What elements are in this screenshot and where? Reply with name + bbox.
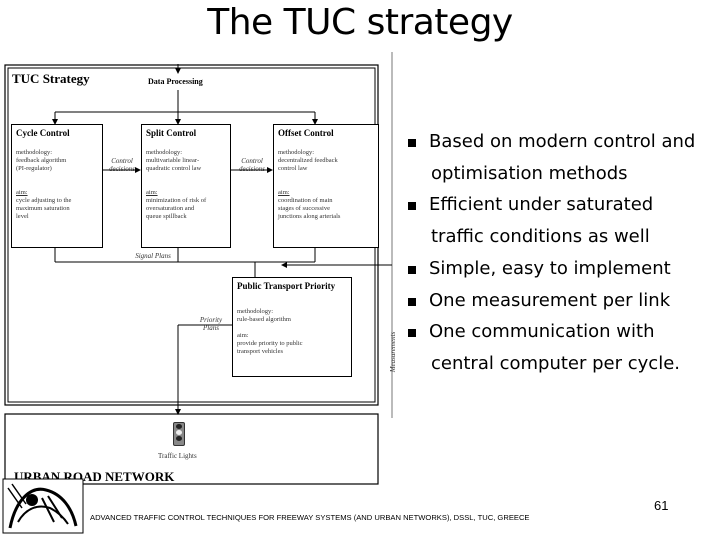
- bullet-list: Based on modern control and optimisation…: [405, 126, 695, 380]
- method-text: feedback algorithm: [16, 157, 67, 164]
- aim-text: cycle adjusting to the: [16, 197, 72, 204]
- data-processing-label: Data Processing: [148, 77, 203, 86]
- bullet-continuation: traffic conditions as well: [431, 226, 650, 248]
- tuc-strategy-diagram: TUC Strategy Data Processing Cycle Contr…: [0, 40, 400, 500]
- cycle-control-methodology: methodology: feedback algorithm (PI-regu…: [16, 149, 66, 173]
- method-text: control law: [278, 165, 308, 172]
- bullet-continuation: central computer per cycle.: [431, 352, 680, 374]
- aim-text: maximum saturation: [16, 205, 70, 212]
- method-text: rule-based algorithm: [237, 316, 291, 323]
- label-line: decisions: [108, 165, 136, 173]
- split-control-title: Split Control: [146, 128, 197, 138]
- bullet-text: One communication with: [429, 321, 655, 343]
- aim-label: aim:: [146, 189, 158, 196]
- aim-text: level: [16, 213, 29, 220]
- bullet-square-icon: [408, 265, 416, 274]
- aim-text: oversaturation and: [146, 205, 195, 212]
- split-control-box: Split Control methodology: multivariable…: [141, 124, 231, 248]
- aim-label: aim:: [16, 189, 28, 196]
- page-number: 61: [654, 498, 669, 513]
- method-label: methodology:: [146, 149, 183, 156]
- bullet-item: One measurement per link: [405, 285, 695, 317]
- aim-label: aim:: [278, 189, 290, 196]
- offset-control-title: Offset Control: [278, 128, 334, 138]
- method-text: decentralized feedback: [278, 157, 338, 164]
- label-line: Plans: [203, 324, 219, 332]
- traffic-lights-label: Traffic Lights: [158, 452, 197, 460]
- bullet-item: Simple, easy to implement: [405, 253, 695, 285]
- aim-label: aim:: [237, 332, 249, 339]
- bullet-item: Efficient under saturated: [405, 189, 695, 221]
- aim-text: queue spillback: [146, 213, 187, 220]
- split-control-methodology: methodology: multivariable linear- quadr…: [146, 149, 201, 173]
- priority-plans-label: Priority Plans: [192, 316, 230, 332]
- control-decisions-label: Control decisions: [103, 157, 141, 173]
- footer-text: ADVANCED TRAFFIC CONTROL TECHNIQUES FOR …: [90, 513, 530, 522]
- slide-title: The TUC strategy: [207, 2, 513, 43]
- public-transport-priority-box: Public Transport Priority methodology: r…: [232, 277, 352, 377]
- bullet-item: One communication with: [405, 316, 695, 348]
- signal-plans-label: Signal Plans: [135, 252, 171, 260]
- measurements-label: Measurements: [389, 331, 397, 373]
- bullet-square-icon: [408, 202, 416, 211]
- bullet-square-icon: [408, 139, 416, 147]
- diagram-lines: [4, 52, 393, 485]
- bullet-item: Based on modern control and: [405, 126, 695, 158]
- bullet-text: Efficient under saturated: [429, 194, 654, 216]
- bullet-text: Simple, easy to implement: [429, 257, 671, 279]
- label-line: Control: [241, 157, 263, 165]
- ptp-title: Public Transport Priority: [237, 281, 336, 291]
- ptp-aim: aim: provide priority to public transpor…: [237, 332, 303, 356]
- bullet-text: Based on modern control and: [429, 131, 696, 152]
- bullet-text: One measurement per link: [429, 289, 671, 311]
- aim-text: stages of successive: [278, 205, 330, 212]
- aim-text: provide priority to public: [237, 340, 303, 347]
- bullet-square-icon: [408, 329, 416, 338]
- method-label: methodology:: [237, 308, 274, 315]
- offset-control-aim: aim: coordination of main stages of succ…: [278, 189, 340, 221]
- method-text: multivariable linear-: [146, 157, 200, 164]
- label-line: Control: [111, 157, 133, 165]
- cycle-control-title: Cycle Control: [16, 128, 70, 138]
- method-text: quadratic control law: [146, 165, 202, 172]
- method-text: (PI-regulator): [16, 165, 52, 172]
- bullet-square-icon: [408, 297, 416, 306]
- ptp-methodology: methodology: rule-based algorithm: [237, 308, 291, 324]
- method-label: methodology:: [16, 149, 53, 156]
- cycle-control-aim: aim: cycle adjusting to the maximum satu…: [16, 189, 71, 221]
- method-label: methodology:: [278, 149, 315, 156]
- institution-logo: [2, 478, 84, 534]
- cycle-control-box: Cycle Control methodology: feedback algo…: [11, 124, 103, 248]
- aim-text: transport vehicles: [237, 348, 284, 355]
- offset-control-box: Offset Control methodology: decentralize…: [273, 124, 379, 248]
- aim-text: minimization of risk of: [146, 197, 207, 204]
- split-control-aim: aim: minimization of risk of oversaturat…: [146, 189, 206, 221]
- aim-text: junctions along arterials: [278, 213, 341, 220]
- strategy-title: TUC Strategy: [12, 71, 90, 86]
- traffic-light-icon: [173, 422, 185, 446]
- offset-control-methodology: methodology: decentralized feedback cont…: [278, 149, 338, 173]
- label-line: decisions: [238, 165, 266, 173]
- bullet-continuation: optimisation methods: [431, 162, 628, 184]
- aim-text: coordination of main: [278, 197, 333, 204]
- label-line: Priority: [199, 316, 223, 324]
- control-decisions-label: Control decisions: [232, 157, 272, 173]
